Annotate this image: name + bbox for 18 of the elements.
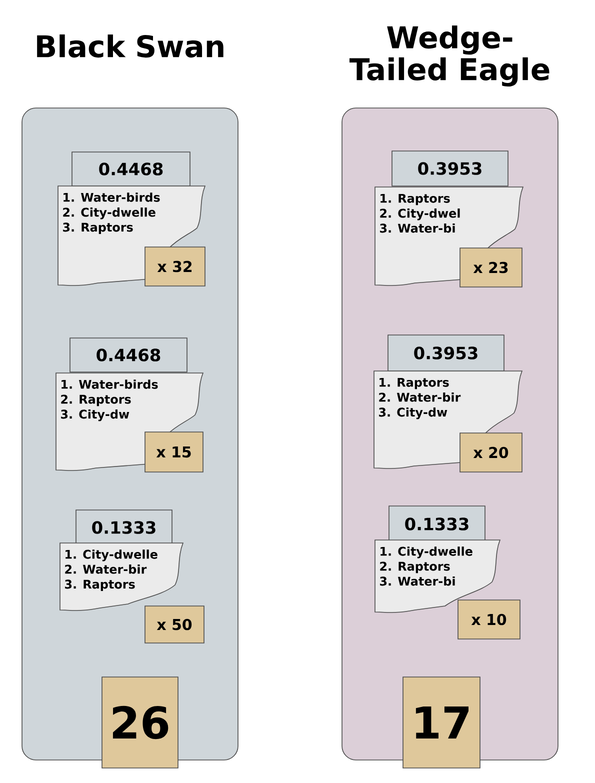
count-box: x 32	[144, 246, 206, 286]
count-box: x 20	[460, 432, 522, 472]
count-box: x 15	[144, 432, 204, 472]
count-box: x 10	[458, 600, 520, 640]
torn-paper-card: 1. City-dwelle 2. Water-bir 3. Raptors	[60, 542, 184, 611]
score-box: 0.1333	[388, 506, 486, 542]
score-box: 0.3953	[392, 150, 508, 186]
column-heading: Black Swan	[37, 34, 224, 58]
torn-paper-card: 1. City-dwelle 2. Raptors 3. Water-bi	[374, 540, 500, 613]
score-box: 0.3953	[388, 334, 504, 372]
score-box: 0.4468	[70, 338, 188, 372]
score-box: 0.1333	[76, 510, 172, 546]
total-box: 17	[402, 676, 480, 768]
count-box: x 50	[144, 606, 204, 644]
total-box: 26	[102, 676, 178, 768]
count-box: x 23	[460, 248, 522, 288]
column-heading: Wedge-Tailed Eagle	[349, 26, 550, 87]
score-box: 0.4468	[72, 152, 190, 186]
